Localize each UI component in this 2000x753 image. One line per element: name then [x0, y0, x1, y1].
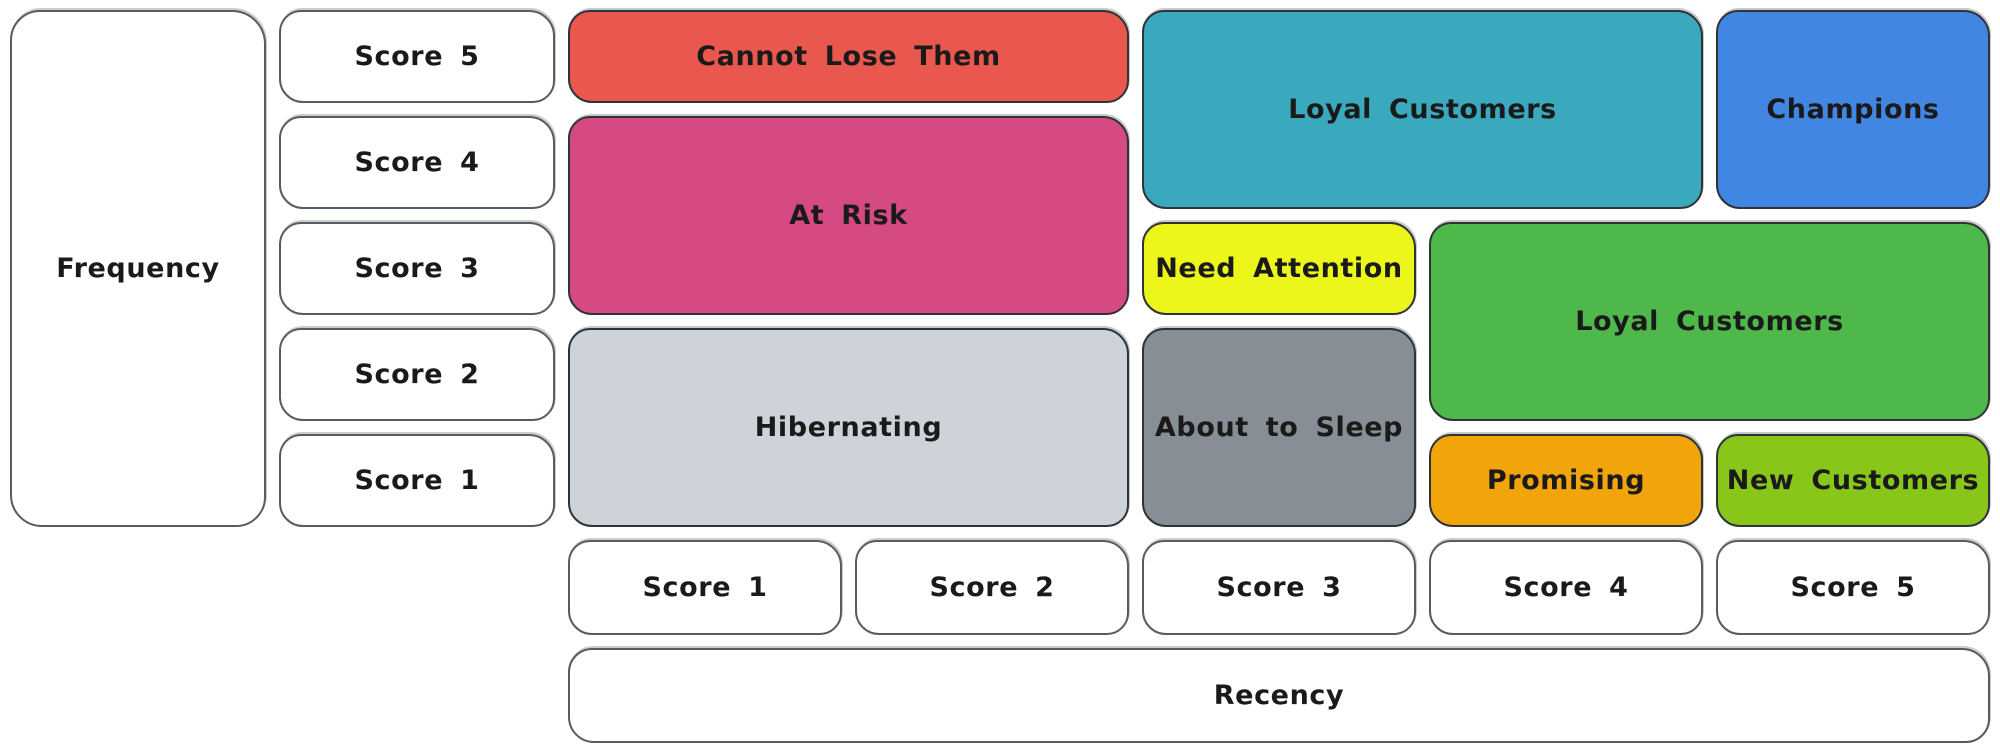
segment-loyal-customers-teal: Loyal Customers	[1142, 10, 1703, 209]
recency-score-4: Score 4	[1429, 540, 1703, 635]
frequency-axis-label: Frequency	[10, 10, 266, 527]
segment-champions: Champions	[1716, 10, 1990, 209]
recency-axis-label: Recency	[568, 648, 1990, 743]
segment-cannot-lose-them: Cannot Lose Them	[568, 10, 1129, 103]
frequency-score-3: Score 3	[279, 222, 555, 315]
frequency-score-2: Score 2	[279, 328, 555, 421]
segment-promising: Promising	[1429, 434, 1703, 527]
recency-score-2: Score 2	[855, 540, 1129, 635]
frequency-score-1: Score 1	[279, 434, 555, 527]
frequency-score-5: Score 5	[279, 10, 555, 103]
recency-score-1: Score 1	[568, 540, 842, 635]
frequency-score-4: Score 4	[279, 116, 555, 209]
segment-loyal-customers-green: Loyal Customers	[1429, 222, 1990, 421]
segment-hibernating: Hibernating	[568, 328, 1129, 527]
segment-new-customers: New Customers	[1716, 434, 1990, 527]
recency-score-3: Score 3	[1142, 540, 1416, 635]
segment-need-attention: Need Attention	[1142, 222, 1416, 315]
segment-about-to-sleep: About to Sleep	[1142, 328, 1416, 527]
segment-at-risk: At Risk	[568, 116, 1129, 315]
recency-score-5: Score 5	[1716, 540, 1990, 635]
